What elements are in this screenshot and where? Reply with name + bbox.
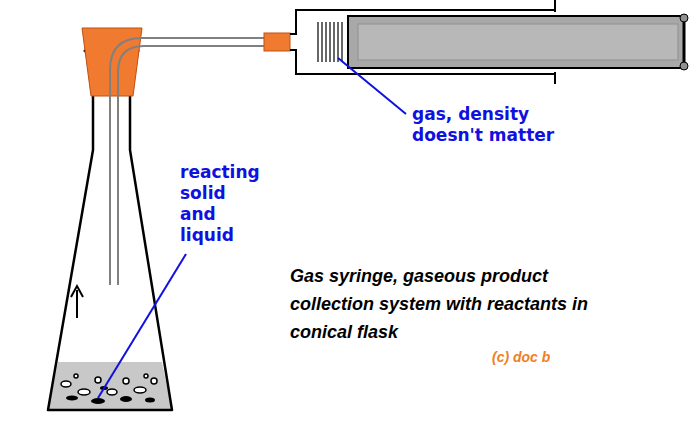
syringe-flange bbox=[554, 72, 556, 84]
gas-hatching bbox=[318, 22, 342, 62]
plunger-handle bbox=[680, 62, 688, 70]
solid-pieces bbox=[66, 386, 155, 404]
rubber-connector bbox=[264, 33, 290, 51]
plunger-handle bbox=[680, 14, 688, 22]
gas-flow-arrow bbox=[76, 290, 78, 318]
delivery-tube bbox=[110, 38, 268, 285]
leader-line bbox=[338, 58, 406, 114]
syringe-flange bbox=[554, 0, 556, 12]
solid-lumps bbox=[61, 374, 157, 395]
caption-text: Gas syringe, gaseous product collection … bbox=[290, 262, 625, 346]
gas-label: gas, density doesn't matter bbox=[412, 104, 592, 146]
syringe-plunger bbox=[348, 16, 684, 68]
reactants-label: reacting solid and liquid bbox=[180, 162, 260, 246]
copyright-note: (c) doc b bbox=[492, 348, 550, 366]
syringe-plunger bbox=[358, 24, 678, 60]
gas-flow-arrow bbox=[71, 286, 83, 297]
delivery-tube bbox=[118, 46, 268, 285]
reaction-liquid bbox=[48, 362, 172, 410]
leader-line bbox=[98, 254, 186, 398]
